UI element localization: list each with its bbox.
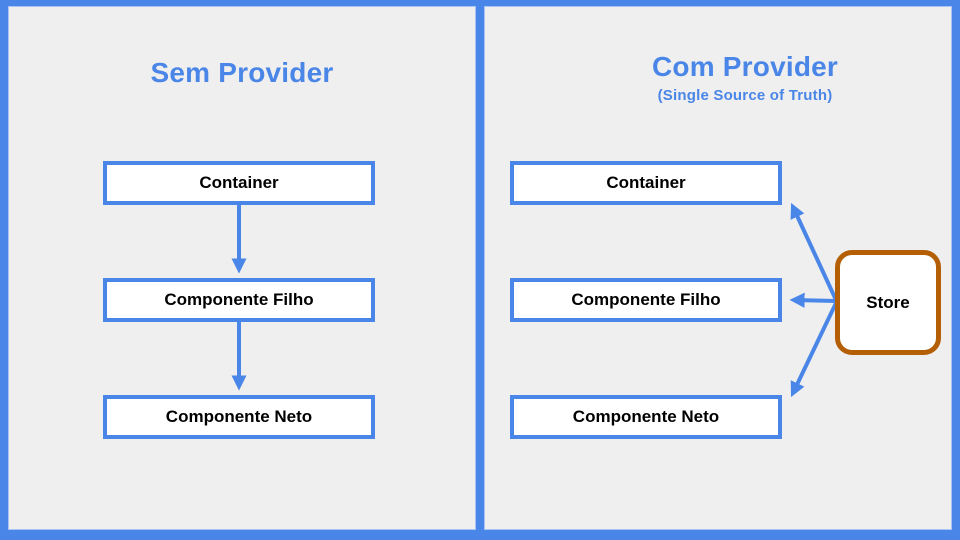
right-panel-title-block: Com Provider (Single Source of Truth): [545, 52, 945, 105]
left-panel-title: Sem Provider: [150, 57, 334, 88]
node-com-componente-neto: Componente Neto: [510, 395, 782, 439]
node-sem-componente-neto: Componente Neto: [103, 395, 375, 439]
node-com-container: Container: [510, 161, 782, 205]
node-com-componente-filho: Componente Filho: [510, 278, 782, 322]
right-panel-title: Com Provider: [652, 51, 838, 82]
right-panel-subtitle: (Single Source of Truth): [657, 87, 833, 104]
node-store: Store: [835, 250, 941, 355]
node-sem-componente-filho: Componente Filho: [103, 278, 375, 322]
node-sem-container: Container: [103, 161, 375, 205]
